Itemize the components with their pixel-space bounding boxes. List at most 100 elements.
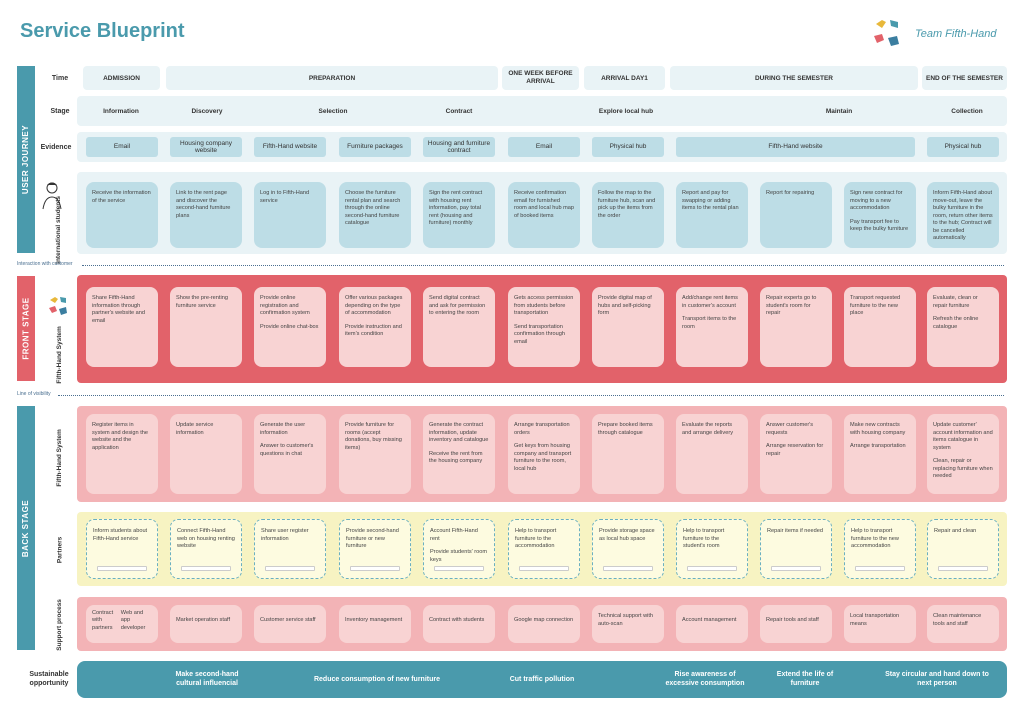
student-action-card-text: Pay transport fee to keep the bulky furn…	[850, 218, 909, 233]
partner-card-text: Help to transport furniture to the accom…	[515, 528, 557, 550]
student-action-card-text: Log in to Fifth-Hand service	[260, 190, 310, 204]
front-stage-card-text: Evaluate, clean or repair furniture	[933, 295, 978, 309]
user-journey-band: USER JOURNEY	[17, 66, 35, 253]
partner-card: Inform students about Fifth-Hand service	[86, 519, 158, 579]
front-stage-card-text: Add/change rent items in customer's acco…	[682, 295, 738, 309]
student-action-card-text: Inform Fifth-Hand about move-out, leave …	[933, 190, 993, 242]
support-card: Account management	[676, 605, 748, 643]
front-stage-card-text: Send transportation confirmation through…	[514, 323, 565, 345]
evidence-housing-website: Housing company website	[170, 137, 242, 157]
evidence-hub: Physical hub	[592, 137, 664, 157]
student-action-card: Follow the map to the furniture hub, sca…	[592, 182, 664, 248]
support-card-text: Market operation staff	[176, 617, 230, 624]
support-card-text: Contract with partners	[92, 609, 114, 631]
time-semester: DURING THE SEMESTER	[670, 66, 918, 90]
back-stage-card-text: Generate the user information	[260, 422, 306, 436]
time-one-week: ONE WEEK BEFORE ARRIVAL	[502, 66, 579, 90]
support-card: Market operation staff	[170, 605, 242, 643]
back-stage-card-text: Answer to customer's questions in chat	[260, 443, 314, 457]
student-action-card: Report and pay for swapping or adding it…	[676, 182, 748, 248]
sustainable-item: Extend the life of furniture	[776, 671, 834, 688]
front-stage-band: FRONT STAGE	[17, 276, 35, 381]
partners-label: Partners	[56, 536, 64, 564]
evidence-packages: Furniture packages	[339, 137, 411, 157]
stage-label: Stage	[50, 108, 70, 115]
sustainable-item: Rise awareness of excessive consumption	[665, 671, 745, 688]
evidence-contract: Housing and furniture contract	[423, 137, 495, 157]
sustainable-item: Reduce consumption of new furniture	[313, 676, 440, 683]
support-label: Support process	[56, 599, 64, 651]
support-card: Inventory management	[339, 605, 411, 643]
back-stage-card: Update customer' account information and…	[927, 414, 999, 494]
time-row: ADMISSION PREPARATION ONE WEEK BEFORE AR…	[77, 66, 1007, 90]
sustainable-row: Make second-hand cultural influencial Re…	[77, 661, 1007, 698]
evidence-email: Email	[86, 137, 158, 157]
front-stage-card: Provide online registration and confirma…	[254, 287, 326, 367]
student-action-card-text: Receive confirmation email for furnished…	[514, 190, 575, 219]
stage-row: Information Discovery Selection Contract…	[77, 96, 1007, 126]
support-card-text: Local transportation means	[850, 613, 900, 627]
mini-form-icon	[350, 566, 400, 571]
support-card-text: Repair tools and staff	[766, 617, 819, 624]
front-stage-card-text: Share Fifth-Hand information through par…	[92, 295, 145, 324]
stage-contract: Contract	[445, 107, 473, 115]
front-stage-card-text: Provide instruction and item's condition	[345, 323, 402, 338]
support-card-text: Clean maintenance tools and staff	[933, 613, 982, 627]
support-card-text: Inventory management	[345, 617, 403, 624]
front-stage-card-text: Offer various packages depending on the …	[345, 295, 403, 317]
front-stage-card-text: Transport items to the room	[682, 316, 737, 330]
student-action-card-text: Sign new contract for moving to a new ac…	[850, 190, 903, 212]
students-label: International students	[55, 196, 63, 264]
front-stage-card-text: Show the pre-renting furniture service	[176, 295, 228, 309]
student-action-card: Choose the furniture rental plan and sea…	[339, 182, 411, 248]
evidence-row: Email Housing company website Fifth-Hand…	[77, 132, 1007, 162]
back-stage-card-text: Arrange transportation orders	[514, 422, 570, 436]
partner-card-text: Help to transport furniture to the stude…	[683, 528, 725, 550]
back-stage-card-text: Answer customer's requests	[766, 422, 814, 436]
fh-back-label: Fifth-Hand System	[56, 429, 64, 487]
support-card: Local transportation means	[844, 605, 916, 643]
partner-card-text: Connect Fifth-Hand web on housing rentin…	[177, 528, 235, 550]
back-stage-band: BACK STAGE	[17, 406, 35, 650]
team-name: Team Fifth-Hand	[915, 28, 997, 40]
front-stage-card-text: Send digital contract and ask for permis…	[429, 295, 486, 317]
mini-form-icon	[181, 566, 231, 571]
back-stage-card-text: Arrange transportation	[850, 443, 906, 450]
back-stage-card-text: Prepare booked items through catalogue	[598, 422, 653, 436]
partner-card: Help to transport furniture to the accom…	[508, 519, 580, 579]
back-stage-card-text: Get keys from housing company and transp…	[514, 443, 572, 472]
partner-card-text: Help to transport furniture to the new a…	[851, 528, 899, 550]
partner-card: Share user register information	[254, 519, 326, 579]
partner-card: Help to transport furniture to the stude…	[676, 519, 748, 579]
mini-form-icon	[603, 566, 653, 571]
back-stage-card: Prepare booked items through catalogue	[592, 414, 664, 494]
support-card: Clean maintenance tools and staff	[927, 605, 999, 643]
interaction-line	[82, 265, 1004, 266]
front-stage-card: Add/change rent items in customer's acco…	[676, 287, 748, 367]
front-stage-card: Provide digital map of hubs and self-pic…	[592, 287, 664, 367]
sustainable-label: Sustainable opportunity	[29, 671, 69, 688]
partner-card: Help to transport furniture to the new a…	[844, 519, 916, 579]
front-stage-card: Offer various packages depending on the …	[339, 287, 411, 367]
support-card-text: Technical support with auto-scan	[598, 613, 654, 627]
time-arrival: ARRIVAL DAY1	[584, 66, 665, 90]
student-action-card-text: Report and pay for swapping or adding it…	[682, 190, 739, 212]
time-preparation: PREPARATION	[166, 66, 498, 90]
mini-form-icon	[519, 566, 569, 571]
visibility-line-label: Line of visibility	[17, 391, 51, 397]
mini-form-icon	[265, 566, 315, 571]
student-action-card-text: Choose the furniture rental plan and sea…	[345, 190, 401, 227]
evidence-fh-website-2: Fifth-Hand website	[676, 137, 915, 157]
mini-form-icon	[938, 566, 988, 571]
partner-card: Repair items if needed	[760, 519, 832, 579]
hands-logo-icon	[874, 20, 899, 46]
front-stage-card-text: Provide online registration and confirma…	[260, 295, 310, 317]
time-admission: ADMISSION	[83, 66, 160, 90]
visibility-line	[58, 395, 1004, 396]
student-action-card-text: Link to the rent page and discover the s…	[176, 190, 231, 219]
